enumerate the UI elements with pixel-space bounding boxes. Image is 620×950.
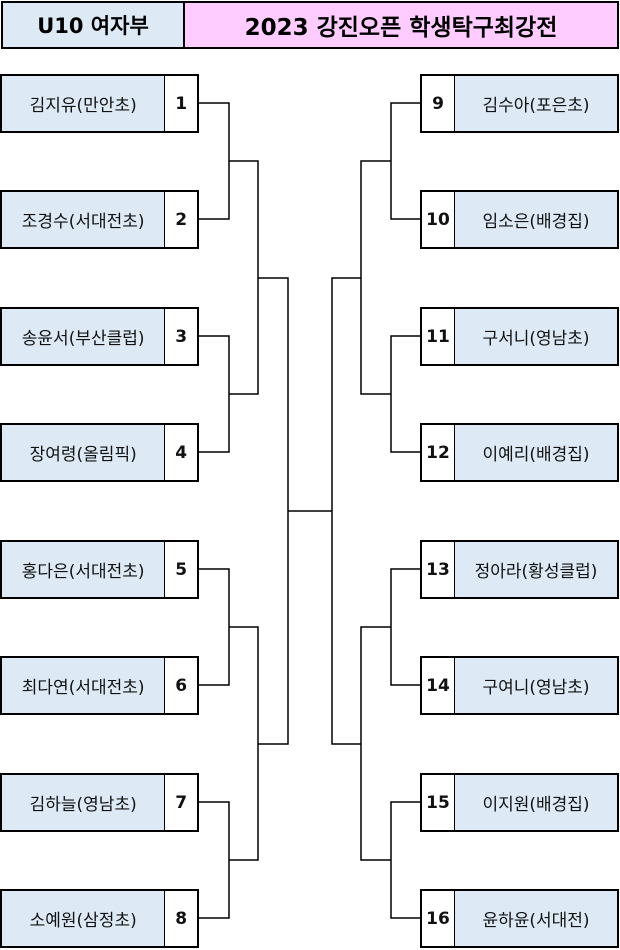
seed-number: 1	[165, 76, 197, 131]
bracket-entry-right-15: 15 이지원(배경집)	[420, 773, 619, 832]
player-name: 김하늘(영남초)	[2, 775, 166, 830]
connector-right-r1-4	[390, 801, 420, 919]
player-name: 소예원(삼정초)	[2, 891, 166, 946]
connector-left-r1-3	[199, 568, 230, 686]
seed-number: 10	[422, 192, 455, 247]
seed-number: 12	[422, 425, 455, 480]
bracket-entry-right-12: 12 이예리(배경집)	[420, 423, 619, 482]
player-name: 구여니(영남초)	[455, 658, 617, 713]
bracket-entry-right-16: 16 윤하윤(서대전)	[420, 889, 619, 948]
seed-number: 5	[165, 542, 197, 597]
bracket-entry-left-5: 홍다은(서대전초) 5	[0, 540, 199, 599]
player-name: 조경수(서대전초)	[2, 192, 166, 247]
seed-number: 14	[422, 658, 455, 713]
connector-left-r2-2	[229, 626, 259, 861]
seed-number: 11	[422, 309, 455, 364]
seed-number: 16	[422, 891, 455, 946]
connector-left-r1-4	[199, 801, 230, 919]
connector-left-sf	[258, 277, 289, 745]
player-name: 구서니(영남초)	[455, 309, 617, 364]
player-name: 송윤서(부산클럽)	[2, 309, 166, 364]
seed-number: 8	[165, 891, 197, 946]
tournament-title: 2023 강진오픈 학생탁구최강전	[183, 1, 619, 49]
connector-left-r1-1	[199, 102, 230, 220]
connector-right-r1-1	[390, 102, 420, 220]
player-name: 김수아(포은초)	[455, 76, 617, 131]
connector-left-r1-2	[199, 335, 230, 453]
connector-right-r1-2	[390, 335, 420, 453]
seed-number: 9	[422, 76, 455, 131]
bracket-entry-left-3: 송윤서(부산클럽) 3	[0, 307, 199, 366]
player-name: 임소은(배경집)	[455, 192, 617, 247]
seed-number: 4	[165, 425, 197, 480]
player-name: 장여령(올림픽)	[2, 425, 166, 480]
connector-right-r2-1	[360, 160, 391, 395]
bracket-entry-left-6: 최다연(서대전초) 6	[0, 656, 199, 715]
bracket-entry-right-14: 14 구여니(영남초)	[420, 656, 619, 715]
bracket-entry-left-7: 김하늘(영남초) 7	[0, 773, 199, 832]
player-name: 이예리(배경집)	[455, 425, 617, 480]
division-label: U10 여자부	[1, 1, 185, 49]
player-name: 윤하윤(서대전)	[455, 891, 617, 946]
connector-right-r1-3	[390, 568, 420, 686]
player-name: 최다연(서대전초)	[2, 658, 166, 713]
connector-left-r2-1	[229, 160, 259, 395]
connector-right-r2-2	[360, 626, 391, 861]
connector-right-sf	[331, 277, 361, 745]
player-name: 정아라(황성클럽)	[455, 542, 617, 597]
bracket-entry-left-8: 소예원(삼정초) 8	[0, 889, 199, 948]
bracket-entry-left-1: 김지유(만안초) 1	[0, 74, 199, 133]
bracket-entry-right-10: 10 임소은(배경집)	[420, 190, 619, 249]
bracket-entry-left-2: 조경수(서대전초) 2	[0, 190, 199, 249]
bracket-entry-left-4: 장여령(올림픽) 4	[0, 423, 199, 482]
seed-number: 6	[165, 658, 197, 713]
player-name: 이지원(배경집)	[455, 775, 617, 830]
seed-number: 15	[422, 775, 455, 830]
bracket-entry-right-13: 13 정아라(황성클럽)	[420, 540, 619, 599]
seed-number: 7	[165, 775, 197, 830]
player-name: 김지유(만안초)	[2, 76, 166, 131]
seed-number: 3	[165, 309, 197, 364]
seed-number: 2	[165, 192, 197, 247]
seed-number: 13	[422, 542, 455, 597]
player-name: 홍다은(서대전초)	[2, 542, 166, 597]
bracket-entry-right-9: 9 김수아(포은초)	[420, 74, 619, 133]
bracket-entry-right-11: 11 구서니(영남초)	[420, 307, 619, 366]
